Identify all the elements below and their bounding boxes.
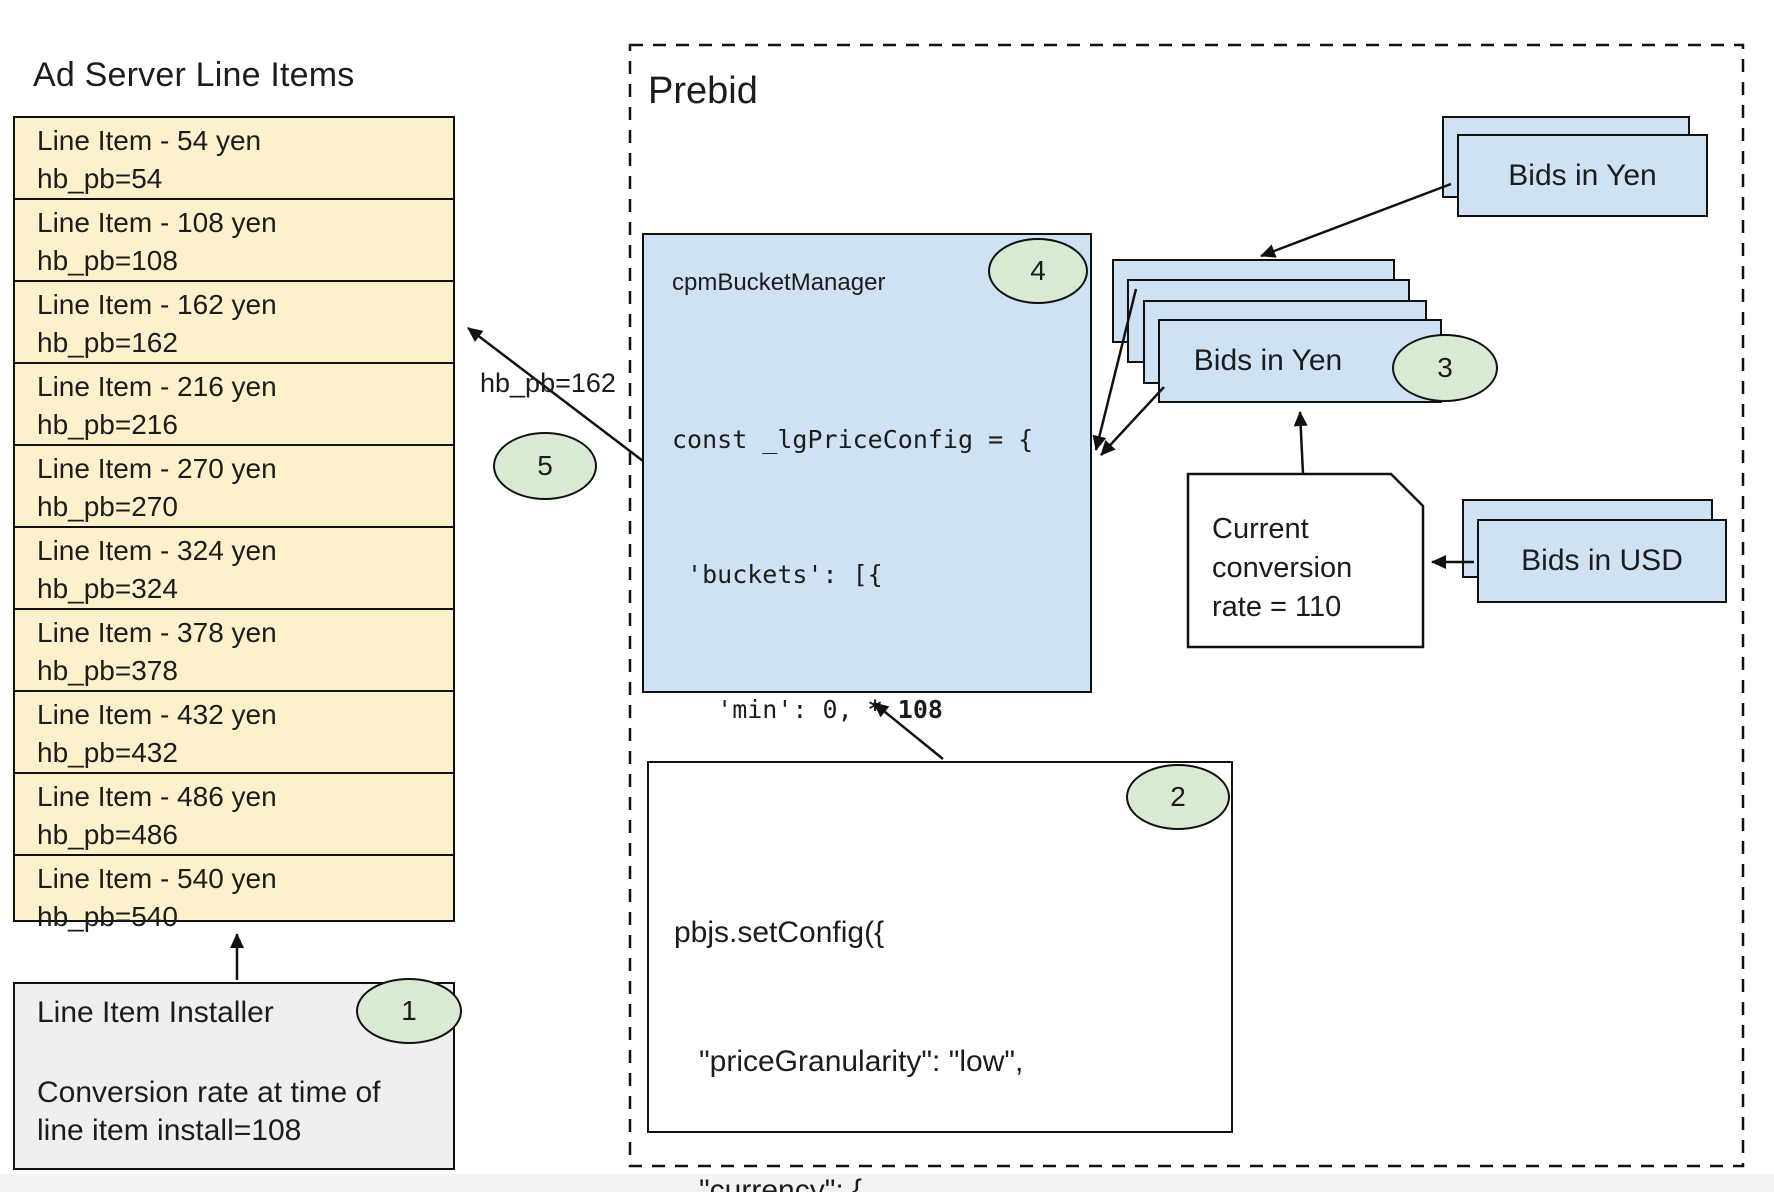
prebid-title: Prebid <box>648 70 758 112</box>
bids-in-usd-label: Bids in USD <box>1521 544 1683 577</box>
pbjs-set-config-code: pbjs.setConfig({ "priceGranularity": "lo… <box>674 916 1024 1192</box>
bids-in-yen-top-card: Bids in Yen <box>1457 134 1708 217</box>
installer-note: Conversion rate at time of line item ins… <box>37 1076 381 1147</box>
step-badge-1: 1 <box>356 978 462 1044</box>
installer-title: Line Item Installer <box>37 996 274 1029</box>
cpm-bucket-manager-title: cpmBucketManager <box>672 269 886 296</box>
arrow-yen-top-to-stack <box>1260 182 1452 258</box>
step-badge-3: 3 <box>1392 334 1498 402</box>
hb-pb-arrow-label: hb_pb=162 <box>480 368 616 398</box>
step-badge-4: 4 <box>988 238 1088 304</box>
bids-in-yen-top-label: Bids in Yen <box>1508 158 1657 192</box>
step-badge-5: 5 <box>493 432 597 500</box>
bottom-strip <box>0 1174 1774 1192</box>
conversion-note-text: Current conversion rate = 110 <box>1212 513 1353 623</box>
arrow-note-to-stack <box>1293 411 1308 475</box>
ad-server-title: Ad Server Line Items <box>33 56 355 94</box>
bids-in-usd-card: Bids in USD <box>1477 519 1727 603</box>
line-item-installer-box: Line Item Installer Conversion rate at t… <box>13 982 455 1170</box>
step-badge-2: 2 <box>1126 764 1230 830</box>
arrow-stack-to-bucket-2 <box>1100 386 1165 456</box>
